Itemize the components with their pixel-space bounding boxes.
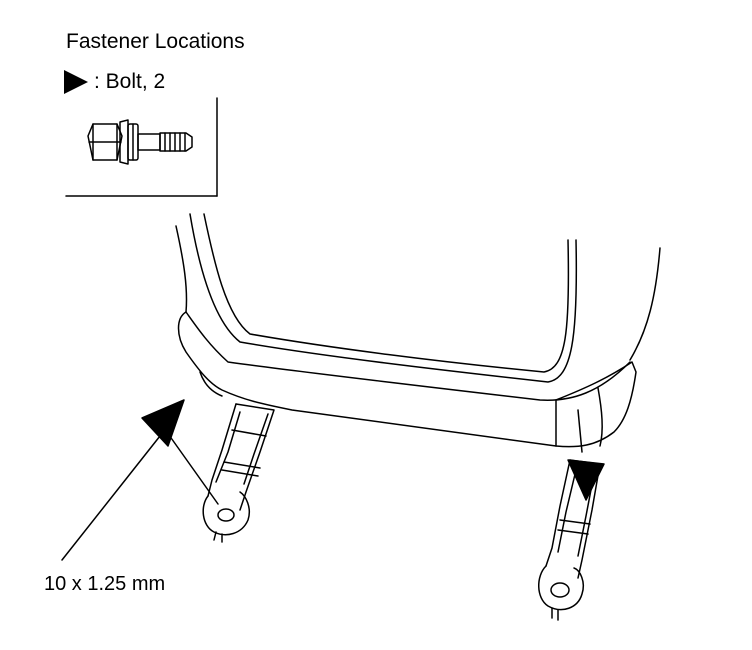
left-rail <box>202 403 275 543</box>
seat-assembly <box>175 213 661 453</box>
bolt-icon <box>87 119 193 165</box>
legend-bolt: : Bolt, 2 <box>64 68 165 96</box>
bolt-marker-right <box>567 459 605 501</box>
leader-lines <box>61 427 219 561</box>
right-rail <box>538 459 601 621</box>
legend-bolt-label: : Bolt, 2 <box>94 70 166 93</box>
triangle-right-icon <box>64 70 88 94</box>
bolt-markers <box>141 399 605 501</box>
bolt-size-label: 10 x 1.25 mm <box>44 573 166 595</box>
page-title: Fastener Locations <box>66 30 245 53</box>
bolt-marker-left <box>141 399 185 447</box>
legend-frame <box>65 97 218 197</box>
